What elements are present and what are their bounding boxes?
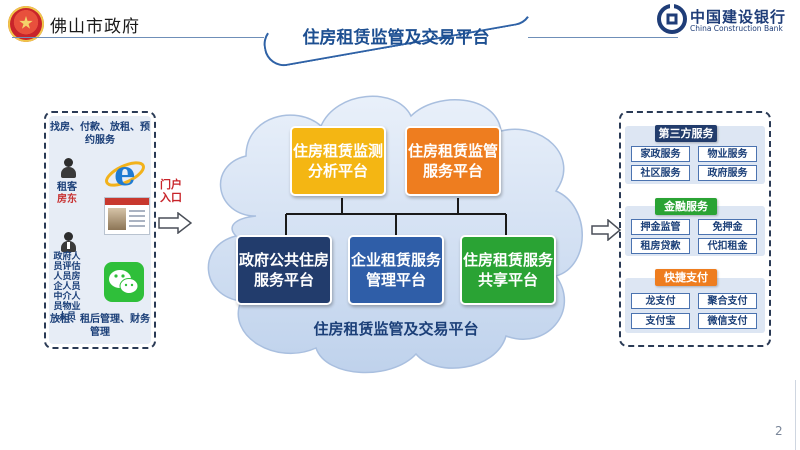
- website-screenshot-icon: [104, 197, 150, 235]
- service-chip: 社区服务: [631, 165, 690, 181]
- service-chip: 微信支付: [698, 313, 757, 329]
- service-chip: 租房贷款: [631, 238, 690, 254]
- org-name: 佛山市政府: [50, 17, 140, 37]
- arrow-right-icon: [158, 212, 192, 234]
- user-services-text: 找房、付款、放租、预约服务: [50, 122, 150, 146]
- cloud-caption: 住房租赁监管及交易平台: [313, 320, 479, 338]
- gov-housing-platform-box: 政府公共住房服务平台: [236, 235, 332, 305]
- tenant-label: 租客: [57, 182, 77, 193]
- ccb-logo-icon: [657, 4, 687, 34]
- sharing-platform-box: 住房租赁服务共享平台: [460, 235, 556, 305]
- tenant-person-icon: [60, 158, 76, 178]
- monitoring-platform-box: 住房租赁监测分析平台: [290, 126, 386, 196]
- service-chip: 押金监管: [631, 219, 690, 235]
- page-number: 2: [775, 424, 783, 438]
- bank-name: 中国建设银行: [690, 8, 787, 26]
- portal-entry-label: 门户入口: [160, 178, 182, 204]
- footer-divider: [795, 380, 796, 450]
- browser-icon: e: [105, 154, 145, 194]
- service-chip: 支付宝: [631, 313, 690, 329]
- wechat-icon: [104, 262, 144, 302]
- service-chip: 物业服务: [698, 146, 757, 162]
- service-chip: 代扣租金: [698, 238, 757, 254]
- government-emblem-icon: [8, 6, 44, 42]
- svg-text:e: e: [114, 154, 136, 194]
- service-chip: 聚合支付: [698, 293, 757, 309]
- services-panel: [619, 111, 771, 347]
- payment-title: 快捷支付: [655, 269, 717, 286]
- header-divider-right: [528, 37, 678, 38]
- enterprise-platform-box: 企业租赁服务管理平台: [348, 235, 444, 305]
- page-title: 住房租赁监管及交易平台: [302, 28, 490, 48]
- staff-person-icon: [60, 232, 76, 252]
- supervision-platform-box: 住房租赁监管服务平台: [405, 126, 501, 196]
- landlord-label: 房东: [57, 194, 77, 205]
- third-party-title: 第三方服务: [655, 125, 717, 142]
- bank-name-en: China Construction Bank: [690, 24, 783, 33]
- staff-roles-label: 政府人员评估人员房企人员中介人员物业人员: [53, 252, 81, 322]
- service-chip: 龙支付: [631, 293, 690, 309]
- landlord-services-text: 放租、租后管理、财务管理: [50, 314, 150, 338]
- service-chip: 免押金: [698, 219, 757, 235]
- user-panel: [44, 111, 156, 349]
- service-chip: 家政服务: [631, 146, 690, 162]
- header-divider-left: [12, 37, 264, 38]
- service-chip: 政府服务: [698, 165, 757, 181]
- arrow-right-icon: [591, 219, 621, 241]
- finance-title: 金融服务: [655, 198, 717, 215]
